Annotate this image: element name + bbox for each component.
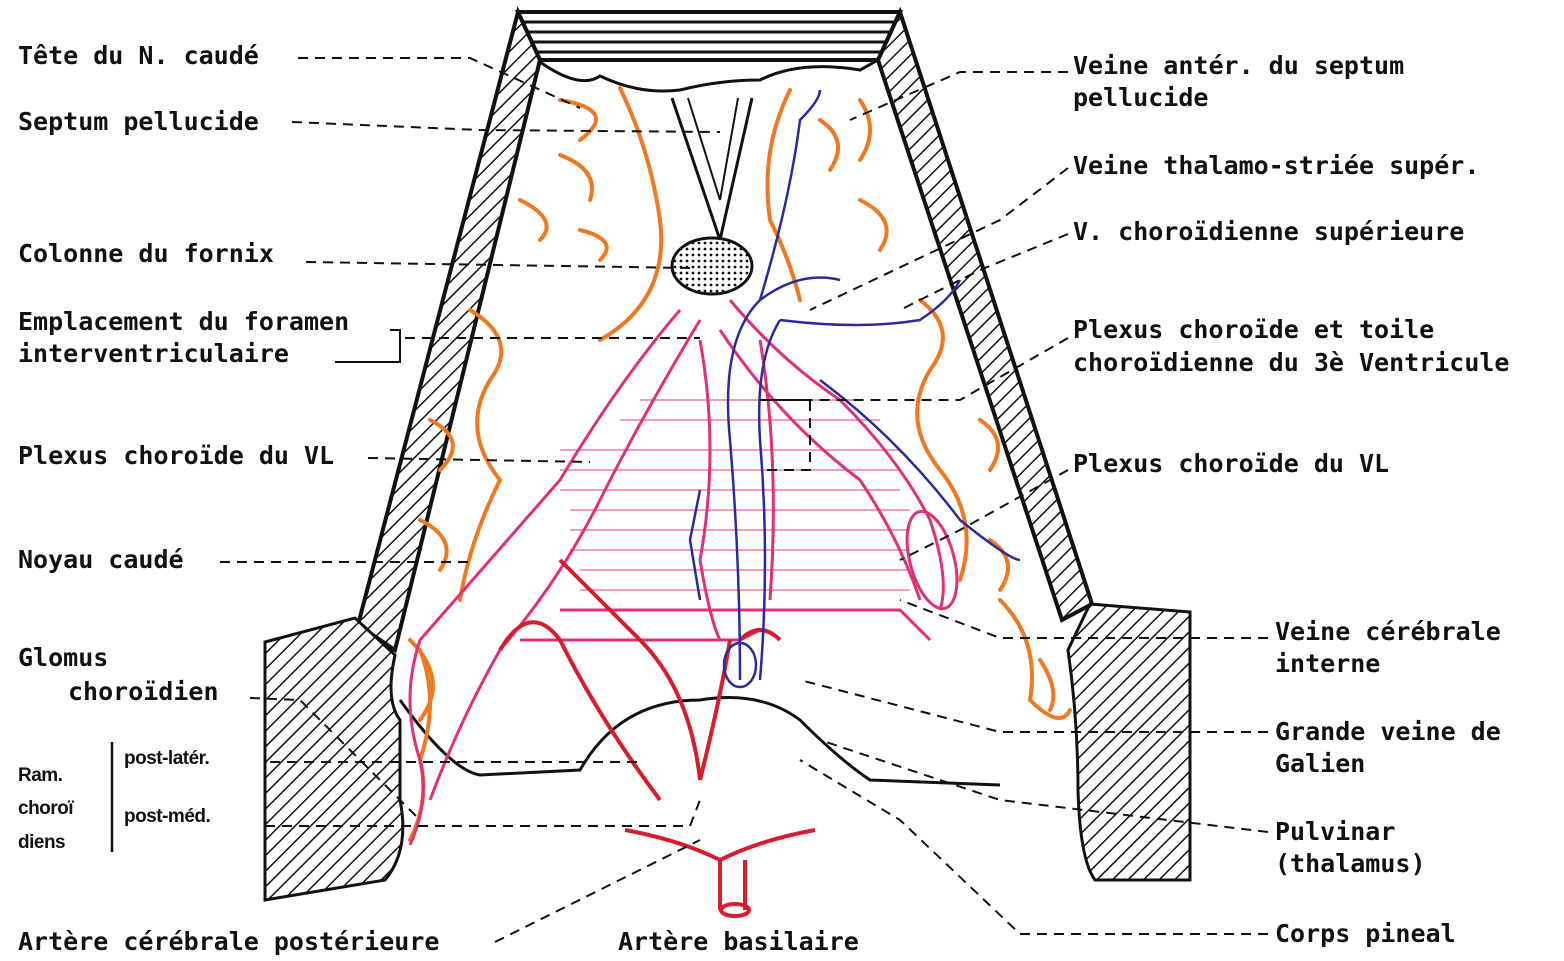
label-artere-posterieure: Artère cérébrale postérieure — [18, 926, 439, 958]
septum-v — [672, 98, 752, 240]
label-plexus-vl-left: Plexus choroïde du VL — [18, 440, 334, 472]
plexus-pink — [410, 300, 966, 845]
caudate-orange — [410, 88, 1070, 840]
label-tete-caude: Tête du N. caudé — [18, 40, 259, 72]
label-ram-3: diens — [18, 832, 65, 854]
label-septum: Septum pellucide — [18, 106, 259, 138]
label-glomus-1: Glomus — [18, 642, 108, 674]
ventricle-outline — [540, 60, 878, 91]
label-post-med: post-méd. — [124, 806, 210, 828]
lower-left-block — [265, 618, 403, 900]
label-plexus-vl-right: Plexus choroïde du VL — [1073, 448, 1389, 480]
label-veine-septum-2: pellucide — [1073, 82, 1208, 114]
label-veine-septum-1: Veine antér. du septum — [1073, 50, 1404, 82]
leaders-right — [760, 72, 1268, 934]
label-grande-veine-2: Galien — [1275, 748, 1365, 780]
label-veine-thalamo: Veine thalamo-striée supér. — [1073, 150, 1479, 182]
label-post-later: post-latér. — [124, 748, 209, 770]
label-glomus-2: choroïdien — [68, 676, 219, 708]
fornix-column — [672, 238, 752, 294]
label-ram-2: choroï — [18, 798, 73, 820]
label-foramen-2: interventriculaire — [18, 338, 289, 370]
label-colonne-fornix: Colonne du fornix — [18, 238, 274, 270]
label-pulvinar-1: Pulvinar — [1275, 816, 1395, 848]
label-pulvinar-2: (thalamus) — [1275, 848, 1426, 880]
label-artere-basilaire: Artère basilaire — [618, 926, 859, 958]
label-ram-1: Ram. — [18, 765, 62, 787]
left-wall-hatched — [358, 12, 540, 650]
label-plexus-3v-2: choroïdienne du 3è Ventricule — [1073, 347, 1564, 379]
right-wall-hatched — [878, 12, 1092, 620]
label-v-choroid: V. choroïdienne supérieure — [1073, 216, 1464, 248]
label-veine-cerebrale-2: interne — [1275, 648, 1380, 680]
label-noyau-caude: Noyau caudé — [18, 544, 184, 576]
label-corps-pineal: Corps pineal — [1275, 918, 1456, 950]
label-foramen-1: Emplacement du foramen — [18, 306, 349, 338]
lower-right-block — [1068, 604, 1190, 880]
label-veine-cerebrale-1: Veine cérébrale — [1275, 616, 1501, 648]
label-grande-veine-1: Grande veine de — [1275, 716, 1501, 748]
veins-blue — [690, 90, 1020, 687]
top-wall-hatched — [518, 12, 900, 60]
label-plexus-3v-1: Plexus choroïde et toile — [1073, 314, 1434, 346]
arteries-red — [500, 560, 815, 916]
